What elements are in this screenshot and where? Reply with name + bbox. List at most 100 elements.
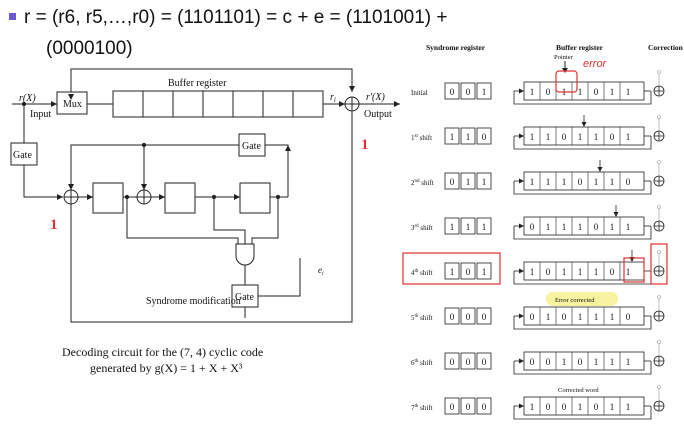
annotation-one-left: 1: [50, 217, 58, 233]
buffer-register: [112, 90, 324, 118]
highlight-initial-bit: [555, 70, 578, 93]
correction-node: [657, 295, 661, 299]
syndrome-cell: [476, 352, 492, 370]
feedback-loop: [513, 316, 652, 330]
correction-node: [657, 160, 661, 164]
syndrome-modification-label: Syndrome modification: [146, 296, 241, 307]
correction-node: [657, 70, 661, 74]
rx-label: r(X): [19, 93, 36, 104]
syndrome-bit: 0: [466, 312, 471, 322]
row-label: 4th shift: [411, 269, 433, 277]
buffer-bit: 1: [594, 267, 599, 277]
buffer-bit: 0: [578, 357, 583, 367]
bullet-icon: [9, 13, 16, 20]
syndrome-bit: 0: [450, 87, 455, 97]
feedback-loop: [513, 406, 652, 420]
buffer-bit: 1: [546, 177, 551, 187]
buffer-input-arrow: [519, 223, 524, 229]
highlight-4th-bit: [623, 257, 645, 283]
syndrome-bit: 1: [450, 132, 455, 142]
highlight-4th-syndrome: [402, 252, 501, 285]
syndrome-cell: [444, 172, 460, 190]
buffer-bit: 1: [578, 132, 583, 142]
syndrome-bit: 1: [482, 222, 487, 232]
syndrome-cell: [460, 172, 476, 190]
buffer-bit: 0: [594, 87, 599, 97]
buffer-bit: 1: [530, 402, 535, 412]
syndrome-bit: 0: [450, 177, 455, 187]
buffer-bit: 1: [530, 132, 535, 142]
buffer-bit: 1: [610, 312, 615, 322]
buffer-bit: 0: [546, 87, 551, 97]
correction-node: [657, 385, 661, 389]
highlight-4th-correction: [650, 243, 668, 285]
col-header-syndrome: Syndrome register: [426, 43, 486, 52]
row-label: 2nd shift: [411, 179, 434, 187]
syndrome-bit: 0: [450, 312, 455, 322]
feedback-loop: [513, 136, 652, 150]
syndrome-cell: [460, 397, 476, 415]
buffer-bit: 0: [610, 132, 615, 142]
buffer-bit: 1: [578, 267, 583, 277]
syndrome-cell: [444, 352, 460, 370]
syndrome-bit: 0: [482, 357, 487, 367]
syndrome-cell: [460, 217, 476, 235]
caption-line2: generated by g(X) = 1 + X + X³: [90, 361, 243, 375]
header-line2: (0000100): [46, 38, 133, 59]
buffer-bit: 1: [626, 267, 631, 277]
syndrome-bit: 1: [466, 222, 471, 232]
buffer-input-arrow: [519, 178, 524, 184]
buffer-bit: 1: [530, 177, 535, 187]
buffer-bit: 0: [578, 177, 583, 187]
col-header-buffer: Buffer register: [556, 43, 604, 52]
row-label: 1st shift: [411, 134, 432, 142]
error-corrected-highlight: [546, 292, 618, 306]
buffer-bit: 1: [578, 312, 583, 322]
row-label: 7th shift: [411, 404, 433, 412]
buffer-bit: 0: [610, 267, 615, 277]
out-label: r'(X): [366, 92, 385, 103]
top-feedback-wire: [70, 68, 353, 100]
buffer-bit: 1: [546, 132, 551, 142]
circuit-arrows: [51, 86, 400, 200]
buffer-bit: 1: [562, 267, 567, 277]
buffer-bit: 1: [562, 222, 567, 232]
buffer-bit: 1: [610, 177, 615, 187]
caption-line1: Decoding circuit for the (7, 4) cyclic c…: [62, 345, 263, 359]
buffer-bit: 1: [610, 402, 615, 412]
correction-node: [657, 115, 661, 119]
corrected-word-label: Corrected word: [558, 387, 599, 394]
buffer-bit: 1: [578, 87, 583, 97]
feedback-loop: [513, 181, 652, 195]
syndrome-cell: [476, 82, 492, 100]
buffer-bit: 0: [530, 222, 535, 232]
syndrome-bit: 0: [466, 402, 471, 412]
feedback-loop: [513, 91, 652, 105]
syndrome-bit: 1: [450, 267, 455, 277]
buffer-bit: 0: [530, 357, 535, 367]
buffer-bit: 0: [562, 402, 567, 412]
shift-arrowhead: [597, 167, 603, 172]
buffer-input-arrow: [519, 133, 524, 139]
buffer-bit: 1: [562, 177, 567, 187]
buffer-bit: 1: [610, 357, 615, 367]
syndrome-bit: 1: [482, 87, 487, 97]
buffer-bit: 1: [626, 132, 631, 142]
gate-bottom-label: Gate: [235, 292, 254, 303]
syndrome-cell: [460, 82, 476, 100]
buffer-register-label: Buffer register: [168, 78, 227, 89]
error-corrected-label: Error corrected: [555, 297, 595, 304]
syndrome-cell: [444, 217, 460, 235]
correction-node: [657, 340, 661, 344]
buffer-bit: 1: [626, 357, 631, 367]
syndrome-bit: 0: [466, 267, 471, 277]
syndrome-cell: [460, 262, 476, 280]
